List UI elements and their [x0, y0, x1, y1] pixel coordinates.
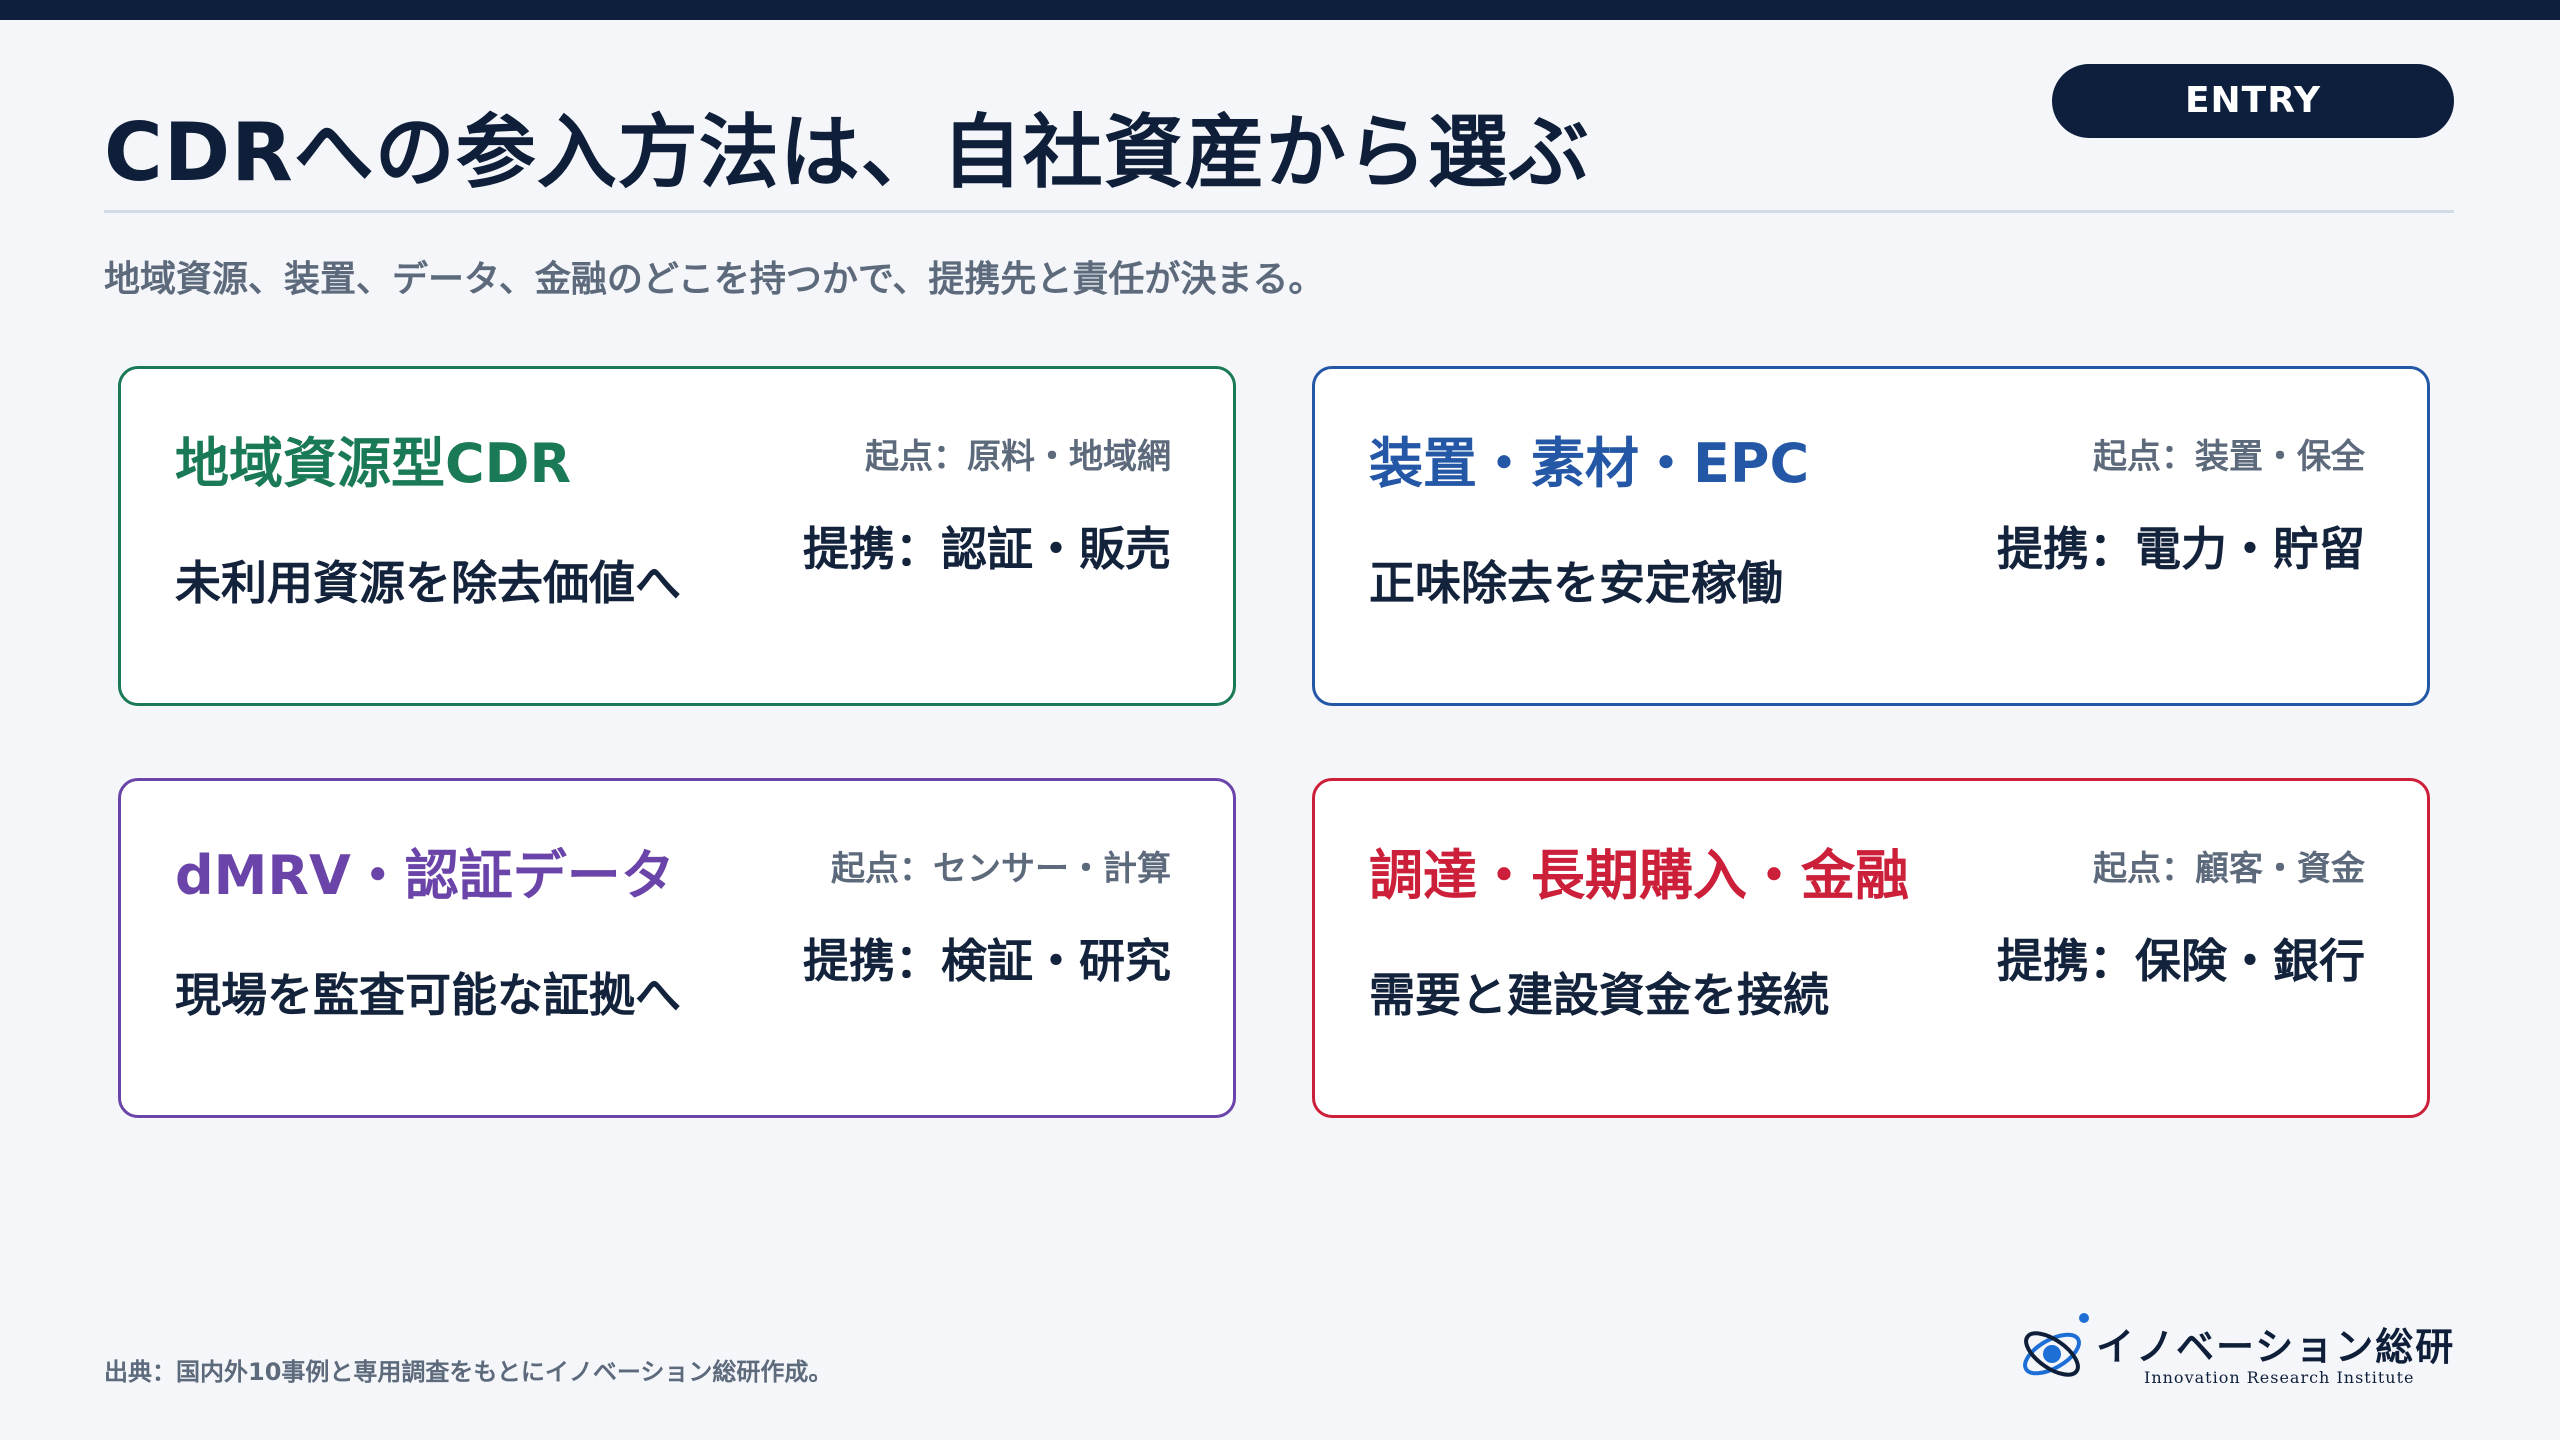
card-title: 地域資源型CDR: [175, 432, 572, 495]
card-procurement-finance: 調達・長期購入・金融 起点：顧客・資金 需要と建設資金を接続 提携：保険・銀行: [1312, 778, 2430, 1118]
top-accent-bar: [0, 0, 2560, 20]
card-origin: 起点：原料・地域網: [865, 437, 1171, 477]
entry-badge: ENTRY: [2052, 64, 2454, 138]
company-logo: イノベーション総研 Innovation Research Institute: [2012, 1308, 2453, 1392]
card-description: 未利用資源を除去価値へ: [175, 556, 681, 610]
card-title: 装置・素材・EPC: [1369, 432, 1810, 495]
card-title: 調達・長期購入・金融: [1369, 844, 1909, 907]
card-partner: 提携：検証・研究: [803, 934, 1171, 988]
card-partner: 提携：保険・銀行: [1997, 934, 2365, 988]
card-origin: 起点：装置・保全: [2093, 437, 2365, 477]
card-description: 正味除去を安定稼働: [1369, 556, 1783, 610]
card-origin: 起点：センサー・計算: [831, 849, 1171, 889]
logo-name: イノベーション総研: [2096, 1324, 2456, 1369]
card-description: 需要と建設資金を接続: [1369, 968, 1829, 1022]
atom-logo-icon: [2023, 1313, 2089, 1377]
header-divider: [104, 210, 2454, 213]
card-equipment-epc: 装置・素材・EPC 起点：装置・保全 正味除去を安定稼働 提携：電力・貯留: [1312, 366, 2430, 706]
card-description: 現場を監査可能な証拠へ: [175, 968, 681, 1022]
card-title: dMRV・認証データ: [175, 844, 675, 907]
card-dmrv-data: dMRV・認証データ 起点：センサー・計算 現場を監査可能な証拠へ 提携：検証・…: [118, 778, 1236, 1118]
source-note: 出典：国内外10事例と専用調査をもとにイノベーション総研作成。: [104, 1358, 833, 1386]
card-origin: 起点：顧客・資金: [2093, 849, 2365, 889]
card-regional-resource: 地域資源型CDR 起点：原料・地域網 未利用資源を除去価値へ 提携：認証・販売: [118, 366, 1236, 706]
logo-subtitle: Innovation Research Institute: [2144, 1368, 2415, 1387]
card-partner: 提携：認証・販売: [803, 522, 1171, 576]
page-title: CDRへの参入方法は、自社資産から選ぶ: [104, 106, 1590, 199]
page-subtitle: 地域資源、装置、データ、金融のどこを持つかで、提携先と責任が決まる。: [104, 259, 1325, 300]
card-partner: 提携：電力・貯留: [1997, 522, 2365, 576]
